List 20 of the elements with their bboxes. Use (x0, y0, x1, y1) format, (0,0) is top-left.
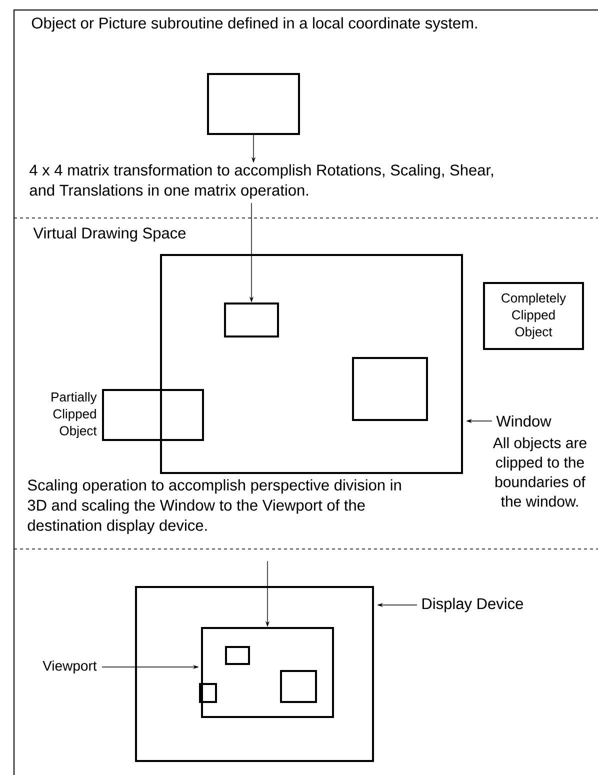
box (224, 302, 279, 338)
labeled-box: Completely Clipped Object (483, 282, 584, 350)
box (199, 683, 217, 703)
box (225, 646, 250, 665)
box (352, 357, 428, 421)
text-label: Display Device (422, 598, 523, 612)
text-label: Virtual Drawing Space (33, 227, 186, 242)
box-caption: Partially Clipped Object (52, 392, 97, 438)
box (207, 73, 300, 135)
box (201, 627, 334, 718)
text-label: Scaling operation to accomplish perspective division in 3D and scaling the Window to the Viewport of the destination display device. (28, 479, 401, 534)
text-label: Viewport (42, 660, 97, 674)
box (280, 670, 317, 703)
text-label: Window (496, 415, 552, 427)
text-label: Object or Picture subroutine defined in a local coordinate system. (32, 17, 477, 32)
box (160, 254, 463, 474)
text-label: 4 x 4 matrix transformation to accomplish Rotations, Scaling, Shear, and Translations in one matrix operation. (30, 164, 493, 199)
box (135, 586, 374, 762)
text-label: All objects are clipped to the boundaries of the window. (492, 437, 586, 507)
box (102, 389, 204, 441)
